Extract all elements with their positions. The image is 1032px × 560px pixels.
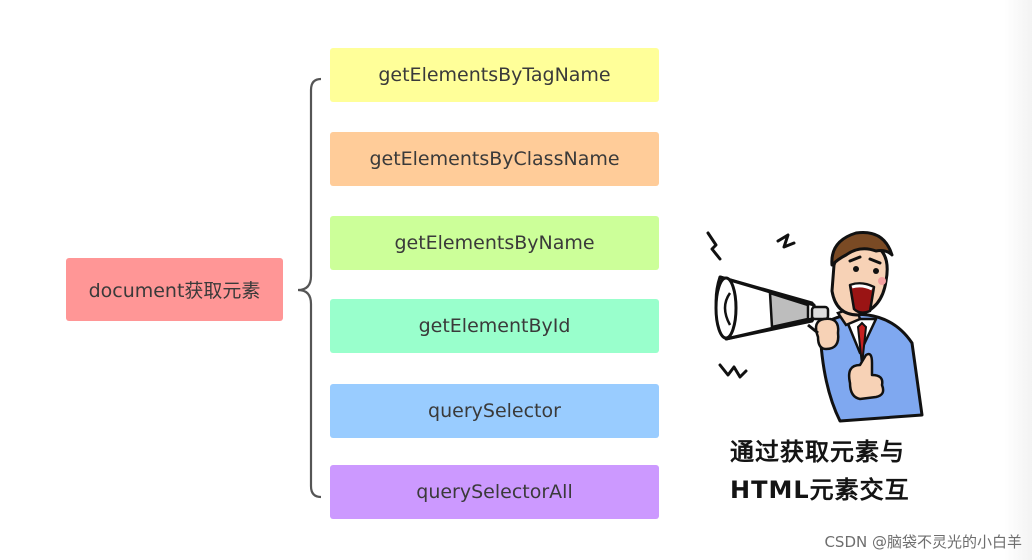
branch-node-name: getElementsByName [330, 216, 659, 270]
branch-node-label: getElementsByClassName [369, 148, 620, 170]
right-edge-shade [1004, 0, 1032, 560]
branch-node-query-selector: querySelector [330, 384, 659, 438]
branch-node-label: getElementById [418, 315, 571, 337]
illustration-caption-line2: HTML元素交互 [730, 476, 910, 504]
branch-node-label: querySelectorAll [416, 481, 573, 503]
root-node: document获取元素 [66, 258, 283, 321]
branch-node-query-selector-all: querySelectorAll [330, 465, 659, 519]
branch-node-label: querySelector [428, 400, 561, 422]
root-node-label: document获取元素 [88, 280, 261, 302]
megaphone-man-icon [706, 230, 924, 423]
branch-node-label: getElementsByName [394, 232, 595, 254]
watermark: CSDN @脑袋不灵光的小白羊 [824, 533, 1022, 551]
illustration-caption-line1: 通过获取元素与 [730, 438, 905, 466]
branch-node-class-name: getElementsByClassName [330, 132, 659, 186]
branch-node-tag-name: getElementsByTagName [330, 48, 659, 102]
branch-node-label: getElementsByTagName [378, 64, 611, 86]
branch-node-id: getElementById [330, 299, 659, 353]
